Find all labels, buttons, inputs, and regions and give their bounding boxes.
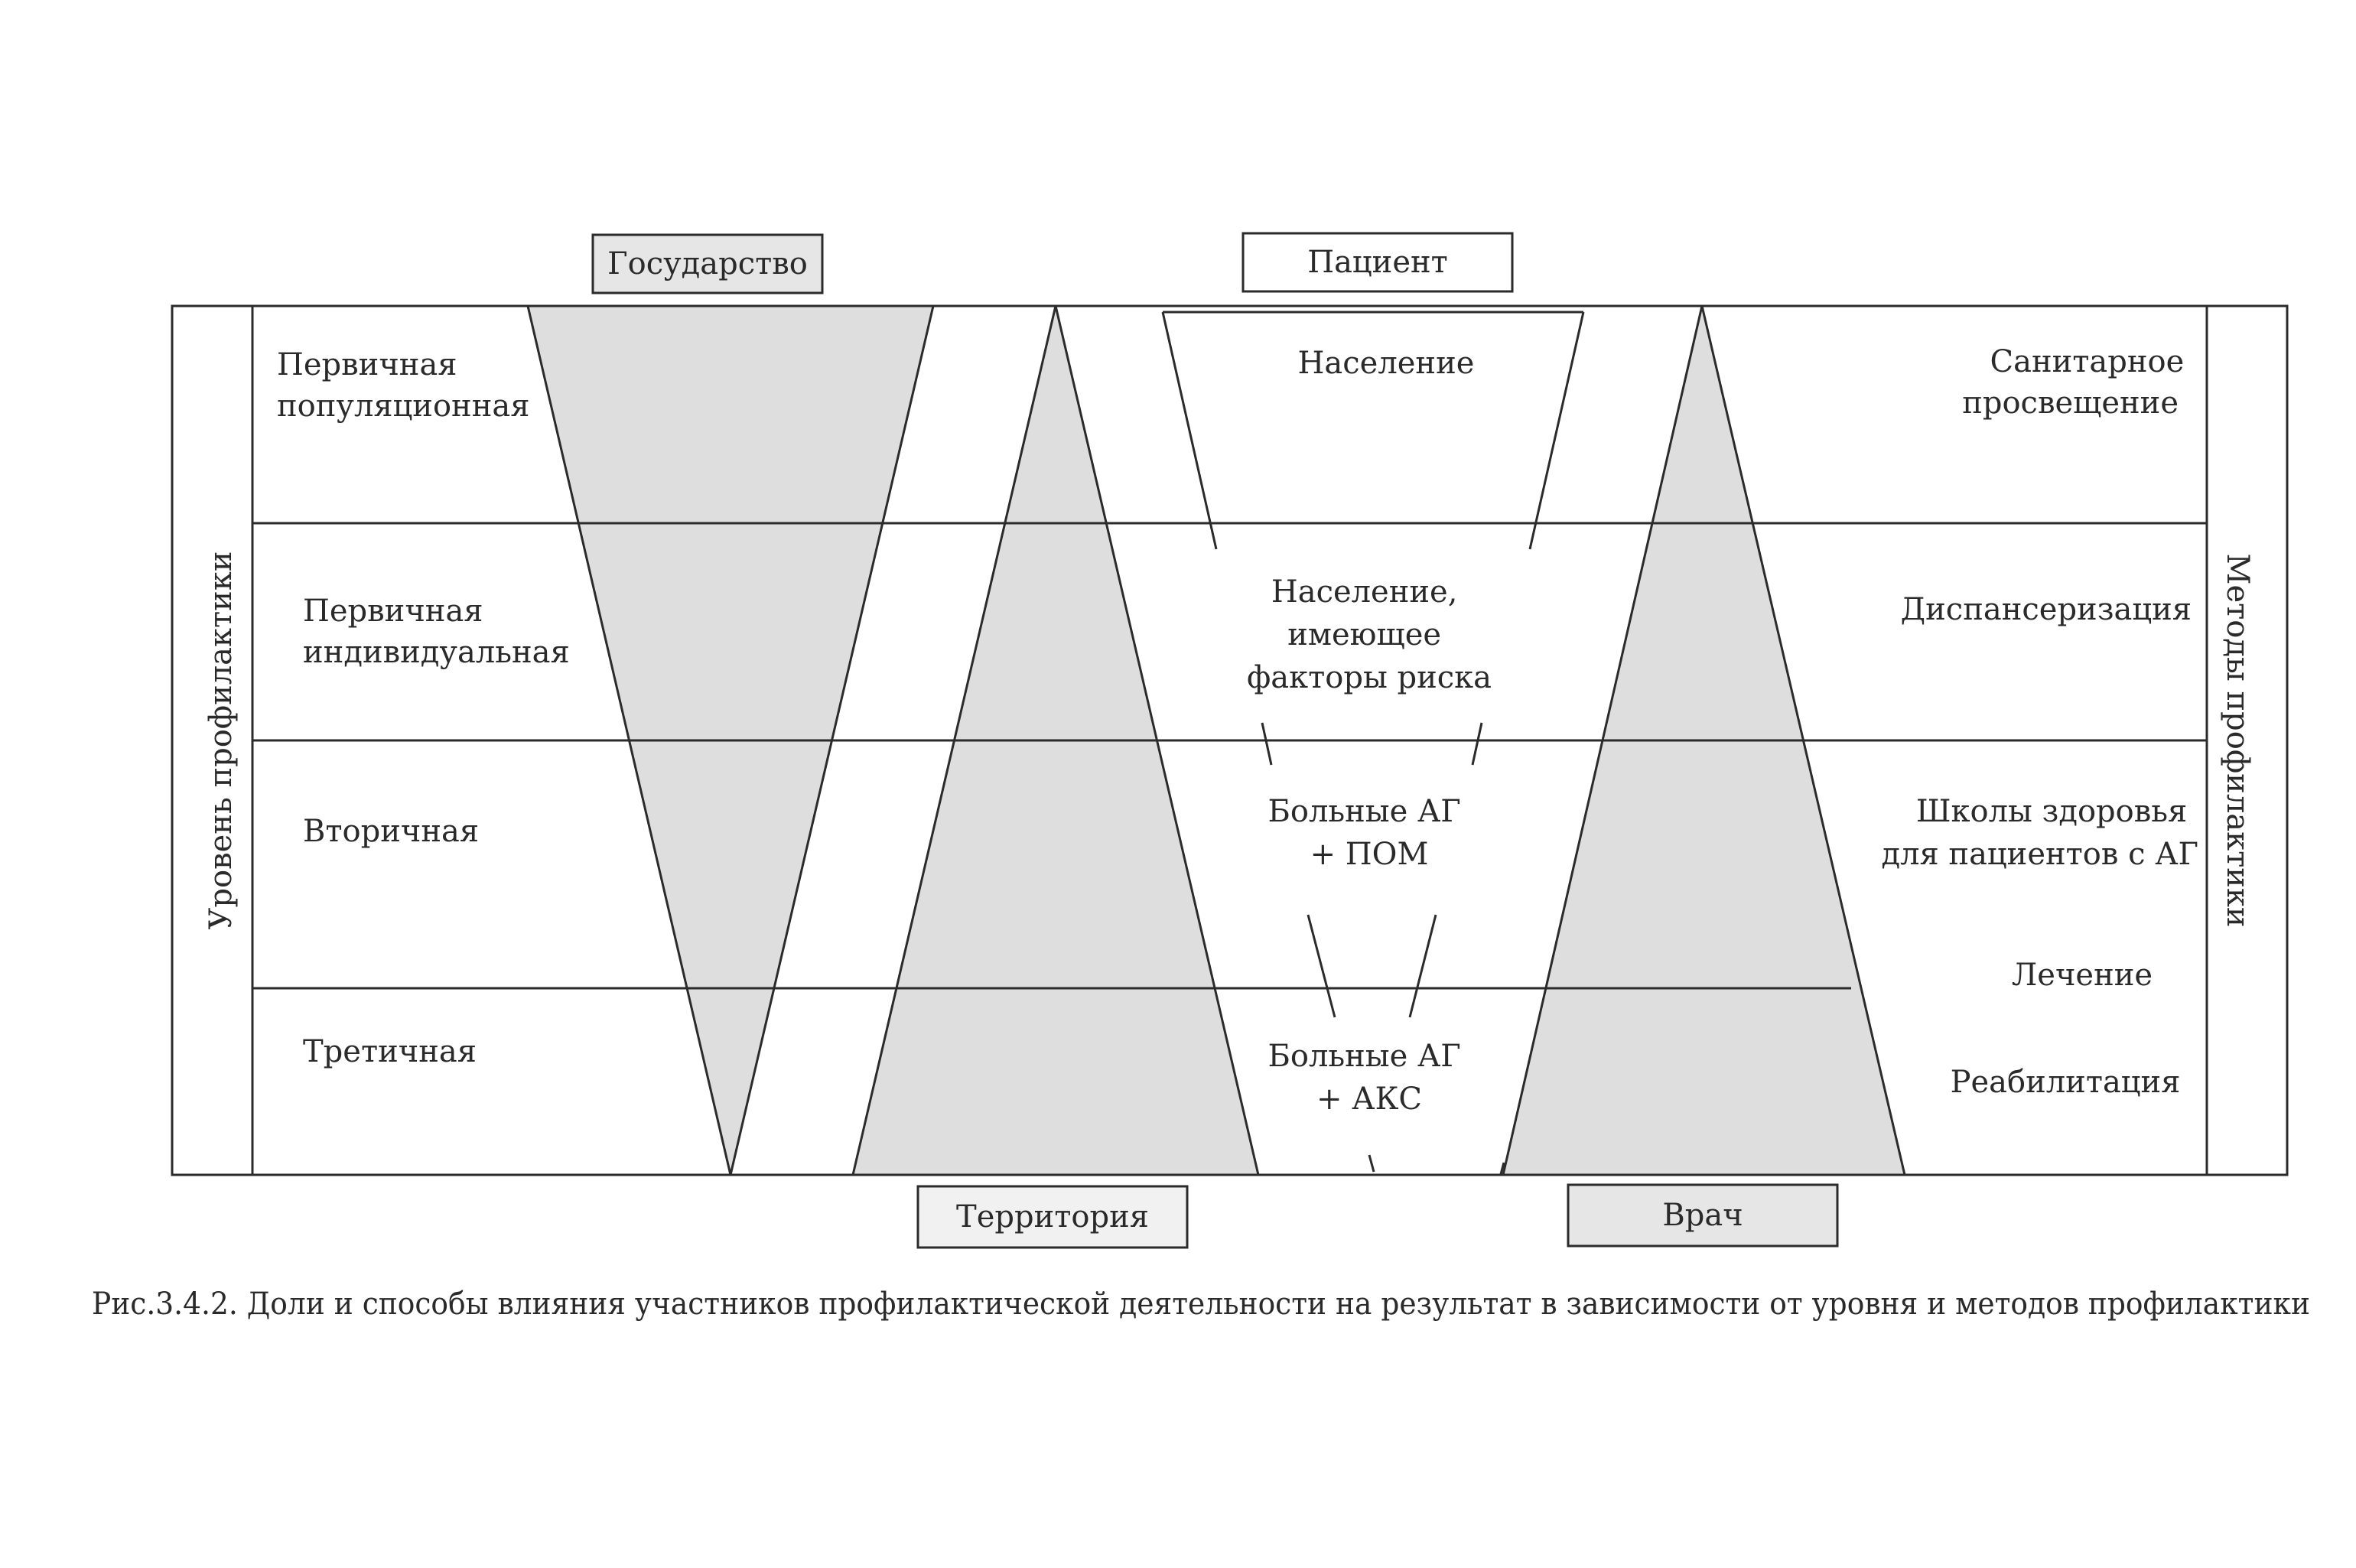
diagram-frame (171, 304, 2289, 1176)
figure-caption: Рис.3.4.2. Доли и способы влияния участн… (92, 1287, 2310, 1322)
patient-label: Пациент (1307, 245, 1448, 280)
territory-label: Территория (956, 1199, 1149, 1235)
state-label: Государство (607, 246, 808, 281)
method-treatment: Лечение (2012, 958, 2153, 993)
patient-share-funnel (1161, 311, 1585, 1175)
method-dispensary: Диспансеризация (1901, 592, 2192, 627)
method-health-schools: Школы здоровья для пациентов с АГ (1881, 794, 2198, 872)
doctor-label: Врач (1662, 1198, 1743, 1233)
target-risk-factors: Население, имеющее факторы риска (1247, 574, 1492, 695)
state-label-box: Государство (591, 233, 824, 294)
doctor-label-box: Врач (1567, 1183, 1839, 1248)
method-rehabilitation: Реабилитация (1951, 1065, 2181, 1100)
level-secondary: Вторичная (303, 814, 479, 849)
target-ag-pom: Больные АГ + ПОМ (1267, 794, 1470, 872)
state-funnel-outline (526, 305, 935, 1176)
right-axis-label: Методы профилактики (2220, 553, 2255, 927)
doctor-funnel-outline (1502, 305, 1906, 1176)
level-primary-population: Первичная популяционная (277, 347, 529, 424)
level-tertiary: Третичная (303, 1034, 477, 1069)
level-primary-individual: Первичная индивидуальная (303, 594, 570, 670)
left-axis-label: Уровень профилактики (203, 551, 239, 930)
territory-funnel-outline (851, 305, 1260, 1176)
patient-label-box: Пациент (1241, 232, 1514, 293)
territory-label-box: Территория (916, 1185, 1189, 1249)
target-population: Население (1298, 346, 1475, 381)
method-sanitary-education: Санитарное просвещение (1962, 344, 2194, 421)
target-ag-aks: Больные АГ + АКС (1267, 1039, 1470, 1117)
